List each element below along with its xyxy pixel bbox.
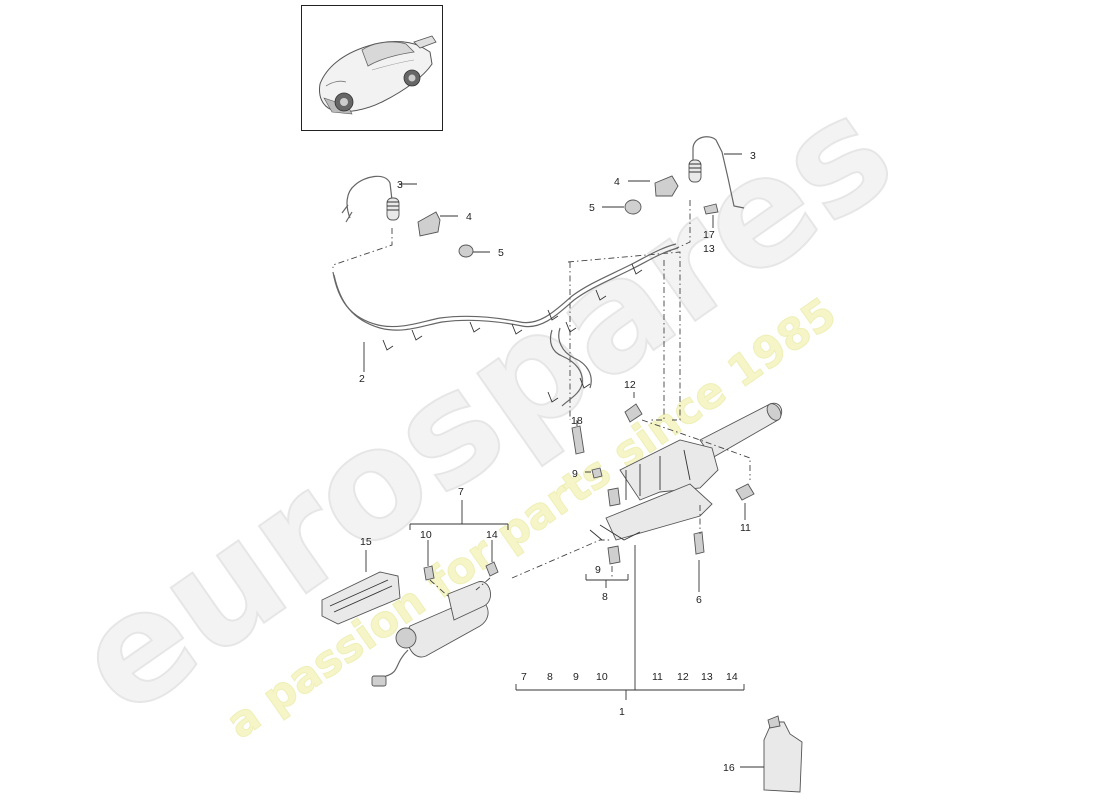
assembly-item: 11 [652, 671, 663, 683]
assembly-components-row: 7 8 9 10 11 12 13 14 [521, 671, 738, 683]
bolt-17 [703, 203, 719, 215]
watermark: eurospares a passion for parts since 198… [45, 62, 924, 751]
callout-labels: 3 4 5 3 4 5 17 13 2 12 18 9 11 7 10 14 1… [359, 150, 756, 774]
clip-12 [624, 403, 643, 423]
clip-11 [735, 483, 755, 501]
callout-1: 1 [619, 706, 625, 718]
nut-9 [591, 467, 603, 479]
callout-14: 14 [486, 529, 498, 541]
callout-7: 7 [458, 486, 464, 498]
grouping-brackets [409, 500, 745, 700]
assembly-item: 8 [547, 671, 553, 683]
left-grommet [458, 244, 474, 258]
assembly-item: 10 [596, 671, 608, 683]
car-thumbnail-image [319, 35, 437, 115]
callout-11: 11 [740, 522, 751, 534]
wiring-harness [332, 243, 679, 407]
clip-14 [485, 561, 499, 577]
right-bracket [654, 175, 679, 197]
assembly-item: 13 [701, 671, 713, 683]
pin-18 [571, 425, 585, 455]
callout-4-left: 4 [466, 211, 472, 223]
assembly-item: 9 [573, 671, 579, 683]
callout-3-right: 3 [750, 150, 756, 162]
callout-15: 15 [360, 536, 372, 548]
watermark-brand: eurospares [46, 63, 923, 750]
fluid-container [763, 721, 803, 793]
callout-4-right: 4 [614, 176, 620, 188]
callout-17: 17 [703, 229, 715, 241]
callout-9-top: 9 [572, 468, 578, 480]
mounting-bracket [605, 483, 713, 541]
callout-13: 13 [703, 243, 715, 255]
bolt-6 [693, 531, 705, 555]
callout-9-bottom: 9 [595, 564, 601, 576]
callout-8: 8 [602, 591, 608, 603]
vehicle-thumbnail-frame [301, 5, 443, 131]
assembly-item: 7 [521, 671, 527, 683]
left-bracket [417, 211, 441, 237]
left-sensor-lead-end [341, 204, 353, 223]
right-sensor-group [602, 136, 745, 228]
callout-18: 18 [571, 415, 583, 427]
right-grommet [624, 199, 642, 215]
assembly-item: 14 [726, 671, 738, 683]
callout-2: 2 [359, 373, 365, 385]
control-unit-15 [321, 571, 401, 625]
left-sensor-lead [346, 175, 393, 219]
valve-block-assembly [511, 392, 783, 592]
callout-12: 12 [624, 379, 636, 391]
valve-block-body [619, 439, 719, 501]
right-sensor-body [688, 159, 702, 183]
callout-16: 16 [723, 762, 735, 774]
right-sensor-lead [692, 136, 745, 209]
callout-6: 6 [696, 594, 702, 606]
left-sensor-body [386, 197, 400, 221]
screw-10 [423, 565, 435, 581]
callout-10: 10 [420, 529, 432, 541]
assembly-item: 12 [677, 671, 689, 683]
callout-5-left: 5 [498, 247, 504, 259]
left-sensor-group [341, 175, 490, 258]
compressor-assembly [321, 540, 499, 687]
callout-5-right: 5 [589, 202, 595, 214]
leader-dashed [332, 228, 393, 268]
oil-bottle [740, 715, 803, 793]
callout-3-left: 3 [397, 179, 403, 191]
